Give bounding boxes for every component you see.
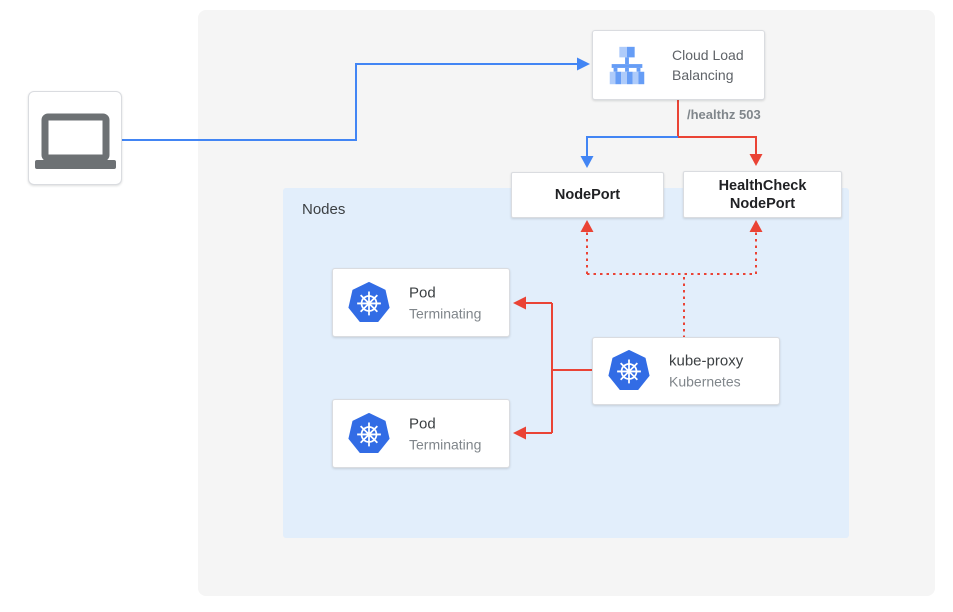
clb-label: Cloud Load Balancing <box>672 45 744 85</box>
nodeport-label: NodePort <box>554 187 621 203</box>
healthz-status-label: /healthz 503 <box>687 107 761 122</box>
pod2-title: Pod <box>409 415 436 432</box>
kube-proxy-text: kube-proxy Kubernetes <box>669 351 743 392</box>
cloud-load-balancing-node: Cloud Load Balancing <box>592 30 765 100</box>
clb-label-line2: Balancing <box>672 67 734 83</box>
healthcheck-nodeport-line1: HealthCheck <box>718 177 807 194</box>
pod2-status: Terminating <box>409 436 482 452</box>
healthcheck-nodeport-node: HealthCheck NodePort <box>683 171 842 218</box>
pod1-title: Pod <box>409 284 436 301</box>
kubernetes-icon <box>608 349 650 391</box>
pod1-status: Terminating <box>409 305 482 321</box>
healthcheck-nodeport-line2: NodePort <box>729 195 796 212</box>
kubernetes-icon <box>348 281 390 322</box>
kubernetes-icon <box>348 412 390 453</box>
kube-proxy-subtitle: Kubernetes <box>669 373 741 390</box>
nodeport-node: NodePort <box>511 172 664 218</box>
cloud-load-balancing-icon <box>609 46 645 85</box>
pod2-text: Pod Terminating <box>409 413 481 454</box>
pod1-text: Pod Terminating <box>409 282 481 323</box>
healthcheck-nodeport-label: HealthCheck NodePort <box>719 177 807 213</box>
pod-terminating-node-2: Pod Terminating <box>332 399 510 468</box>
clb-label-line1: Cloud Load <box>672 47 744 63</box>
pod-terminating-node-1: Pod Terminating <box>332 268 510 337</box>
kube-proxy-node: kube-proxy Kubernetes <box>592 337 780 405</box>
kube-proxy-title: kube-proxy <box>669 352 744 370</box>
client-laptop-node <box>28 91 122 185</box>
laptop-icon <box>35 113 116 169</box>
nodes-container-label: Nodes <box>302 201 346 218</box>
